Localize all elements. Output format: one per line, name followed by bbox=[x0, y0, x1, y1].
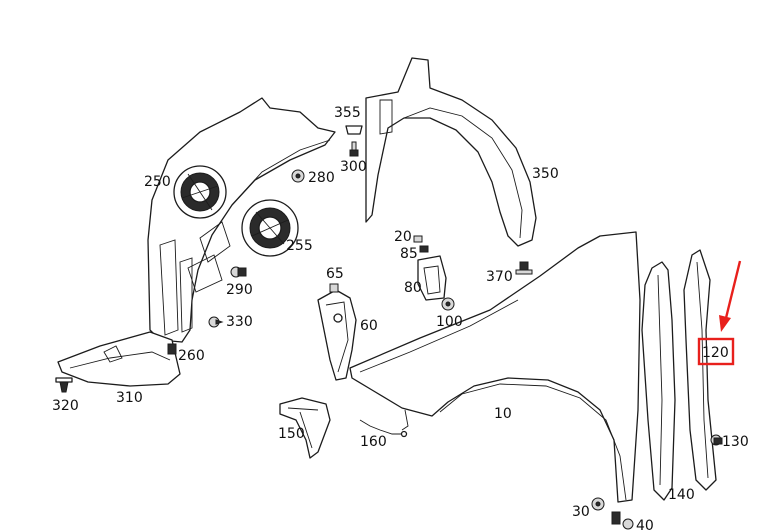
label-370: 370 bbox=[486, 269, 513, 285]
front-fender-10 bbox=[349, 231, 641, 503]
label-255: 255 bbox=[286, 238, 313, 254]
cover-disc-255 bbox=[241, 199, 299, 257]
fastener-330 bbox=[208, 316, 224, 328]
fastener-370 bbox=[515, 261, 533, 275]
fastener-280 bbox=[291, 169, 305, 183]
label-350: 350 bbox=[532, 166, 559, 182]
wheel-arch-liner-350 bbox=[365, 57, 537, 247]
label-60: 60 bbox=[360, 318, 378, 334]
fastener-30 bbox=[591, 497, 605, 511]
holder-80 bbox=[417, 255, 447, 301]
fastener-130 bbox=[710, 434, 723, 446]
label-290: 290 bbox=[226, 282, 253, 298]
fastener-320 bbox=[55, 377, 73, 393]
fastener-40 bbox=[611, 511, 634, 530]
label-160: 160 bbox=[360, 434, 387, 450]
label-140: 140 bbox=[668, 487, 695, 503]
bracket-60 bbox=[317, 289, 357, 381]
highlight-box bbox=[697, 337, 735, 366]
label-40: 40 bbox=[636, 518, 654, 532]
wheel-arch-liner-250 bbox=[147, 97, 336, 343]
label-150: 150 bbox=[278, 426, 305, 442]
clip-355 bbox=[345, 125, 363, 135]
label-30: 30 bbox=[572, 504, 590, 520]
fastener-20 bbox=[413, 235, 423, 243]
label-300: 300 bbox=[340, 159, 367, 175]
support-150 bbox=[279, 397, 331, 459]
label-20: 20 bbox=[394, 229, 412, 245]
label-330: 330 bbox=[226, 314, 253, 330]
highlight-annotation bbox=[697, 260, 742, 366]
label-280: 280 bbox=[308, 170, 335, 186]
highlight-arrow bbox=[724, 260, 742, 319]
label-100: 100 bbox=[436, 314, 463, 330]
fastener-290 bbox=[230, 266, 247, 278]
underbody-panel-310 bbox=[57, 331, 181, 387]
cable-160 bbox=[359, 419, 408, 438]
label-310: 310 bbox=[116, 390, 143, 406]
wheel-arch-insulator bbox=[173, 165, 227, 219]
fastener-260 bbox=[167, 343, 177, 355]
callout-labels: 10 20 30 40 60 65 80 85 100 120 130 140 … bbox=[52, 105, 749, 532]
label-80: 80 bbox=[404, 280, 422, 296]
label-65: 65 bbox=[326, 266, 344, 282]
label-260: 260 bbox=[178, 348, 205, 364]
label-320: 320 bbox=[52, 398, 79, 414]
label-10: 10 bbox=[494, 406, 512, 422]
label-120: 120 bbox=[702, 345, 729, 361]
label-130: 130 bbox=[722, 434, 749, 450]
label-250: 250 bbox=[144, 174, 171, 190]
label-85: 85 bbox=[400, 246, 418, 262]
fastener-100 bbox=[441, 297, 455, 311]
trim-strip-140 bbox=[641, 261, 676, 501]
fastener-85 bbox=[419, 245, 429, 253]
label-355: 355 bbox=[334, 105, 361, 121]
highlight-arrowhead bbox=[719, 315, 731, 332]
fastener-300 bbox=[349, 141, 359, 157]
fastener-65 bbox=[329, 283, 339, 293]
mounting-rail-120 bbox=[683, 249, 717, 491]
